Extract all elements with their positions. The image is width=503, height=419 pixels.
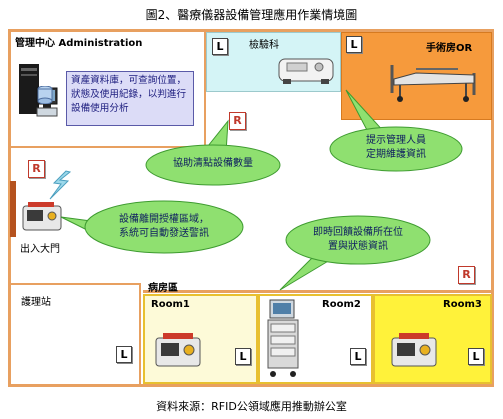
defibrillator-icon xyxy=(391,333,437,367)
location-bubble: 即時回饋設備所在位 置與狀態資訊 xyxy=(279,214,432,291)
alarm-bubble: 設備離開授權區域， 系統可自動發送警訊 xyxy=(60,199,245,255)
lab-analyzer-icon xyxy=(278,58,334,84)
locator-tag: L xyxy=(346,36,362,53)
bubble-shape xyxy=(329,89,463,172)
admin-room: 管理中心 Administration xyxy=(11,32,206,148)
locator-tag: L xyxy=(235,348,251,365)
hospital-bed-icon xyxy=(390,65,476,102)
room-2: Room2 xyxy=(258,294,373,384)
inventory-text: 協助清點設備數量 xyxy=(173,157,253,169)
entrance-label: 出入大門 xyxy=(20,244,60,255)
rfid-reader-tag: R xyxy=(458,266,475,284)
lab-room: 檢驗科 xyxy=(206,32,341,92)
maintenance-bubble: 提示管理人員 定期維護資訊 xyxy=(328,89,464,172)
bubble-shape xyxy=(60,200,244,254)
room1-label: Room1 xyxy=(151,299,190,310)
entrance-door xyxy=(10,181,16,237)
room2-label: Room2 xyxy=(322,299,361,310)
rfid-reader-tag: R xyxy=(28,160,45,178)
locator-tag: L xyxy=(116,346,132,363)
rfid-reader-tag: R xyxy=(229,112,246,130)
room-1: Room1 xyxy=(143,294,258,384)
asset-database-note: 資產資料庫，可查詢位置，狀態及使用紀錄，以判進行設備使用分析 xyxy=(66,71,194,126)
floor-plan-border xyxy=(8,29,494,387)
nurse-station: 護理站 xyxy=(11,283,141,384)
locator-tag: L xyxy=(350,348,366,365)
locator-tag: L xyxy=(468,348,484,365)
bubble-shape xyxy=(145,119,281,186)
maintenance-text: 提示管理人員 定期維護資訊 xyxy=(366,135,426,160)
database-icon xyxy=(37,86,53,104)
medical-cart-icon xyxy=(267,299,299,377)
ward-wall xyxy=(143,290,492,293)
admin-label: 管理中心 Administration xyxy=(15,38,143,49)
figure-title: 圖2、醫療儀器設備管理應用作業情境圖 xyxy=(145,8,358,22)
defibrillator-icon xyxy=(22,202,62,231)
defibrillator-icon xyxy=(155,333,201,367)
inventory-bubble: 協助清點設備數量 xyxy=(144,119,282,186)
ward-label: 病房區 xyxy=(148,283,178,294)
location-text: 即時回饋設備所在位 置與狀態資訊 xyxy=(313,227,403,252)
room3-label: Room3 xyxy=(443,299,482,310)
lab-label: 檢驗科 xyxy=(249,40,279,51)
or-label: 手術房OR xyxy=(426,43,473,54)
source-note: 資料來源：RFID公領域應用推動辦公室 xyxy=(156,400,347,413)
alarm-text: 設備離開授權區域， 系統可自動發送警訊 xyxy=(119,214,209,239)
operating-room: 手術房OR xyxy=(341,32,492,120)
bubble-shape xyxy=(279,215,431,291)
nurse-station-label: 護理站 xyxy=(21,297,51,308)
room-3: Room3 xyxy=(373,294,492,384)
signal-lightning-icon xyxy=(49,170,72,200)
locator-tag: L xyxy=(212,38,228,55)
